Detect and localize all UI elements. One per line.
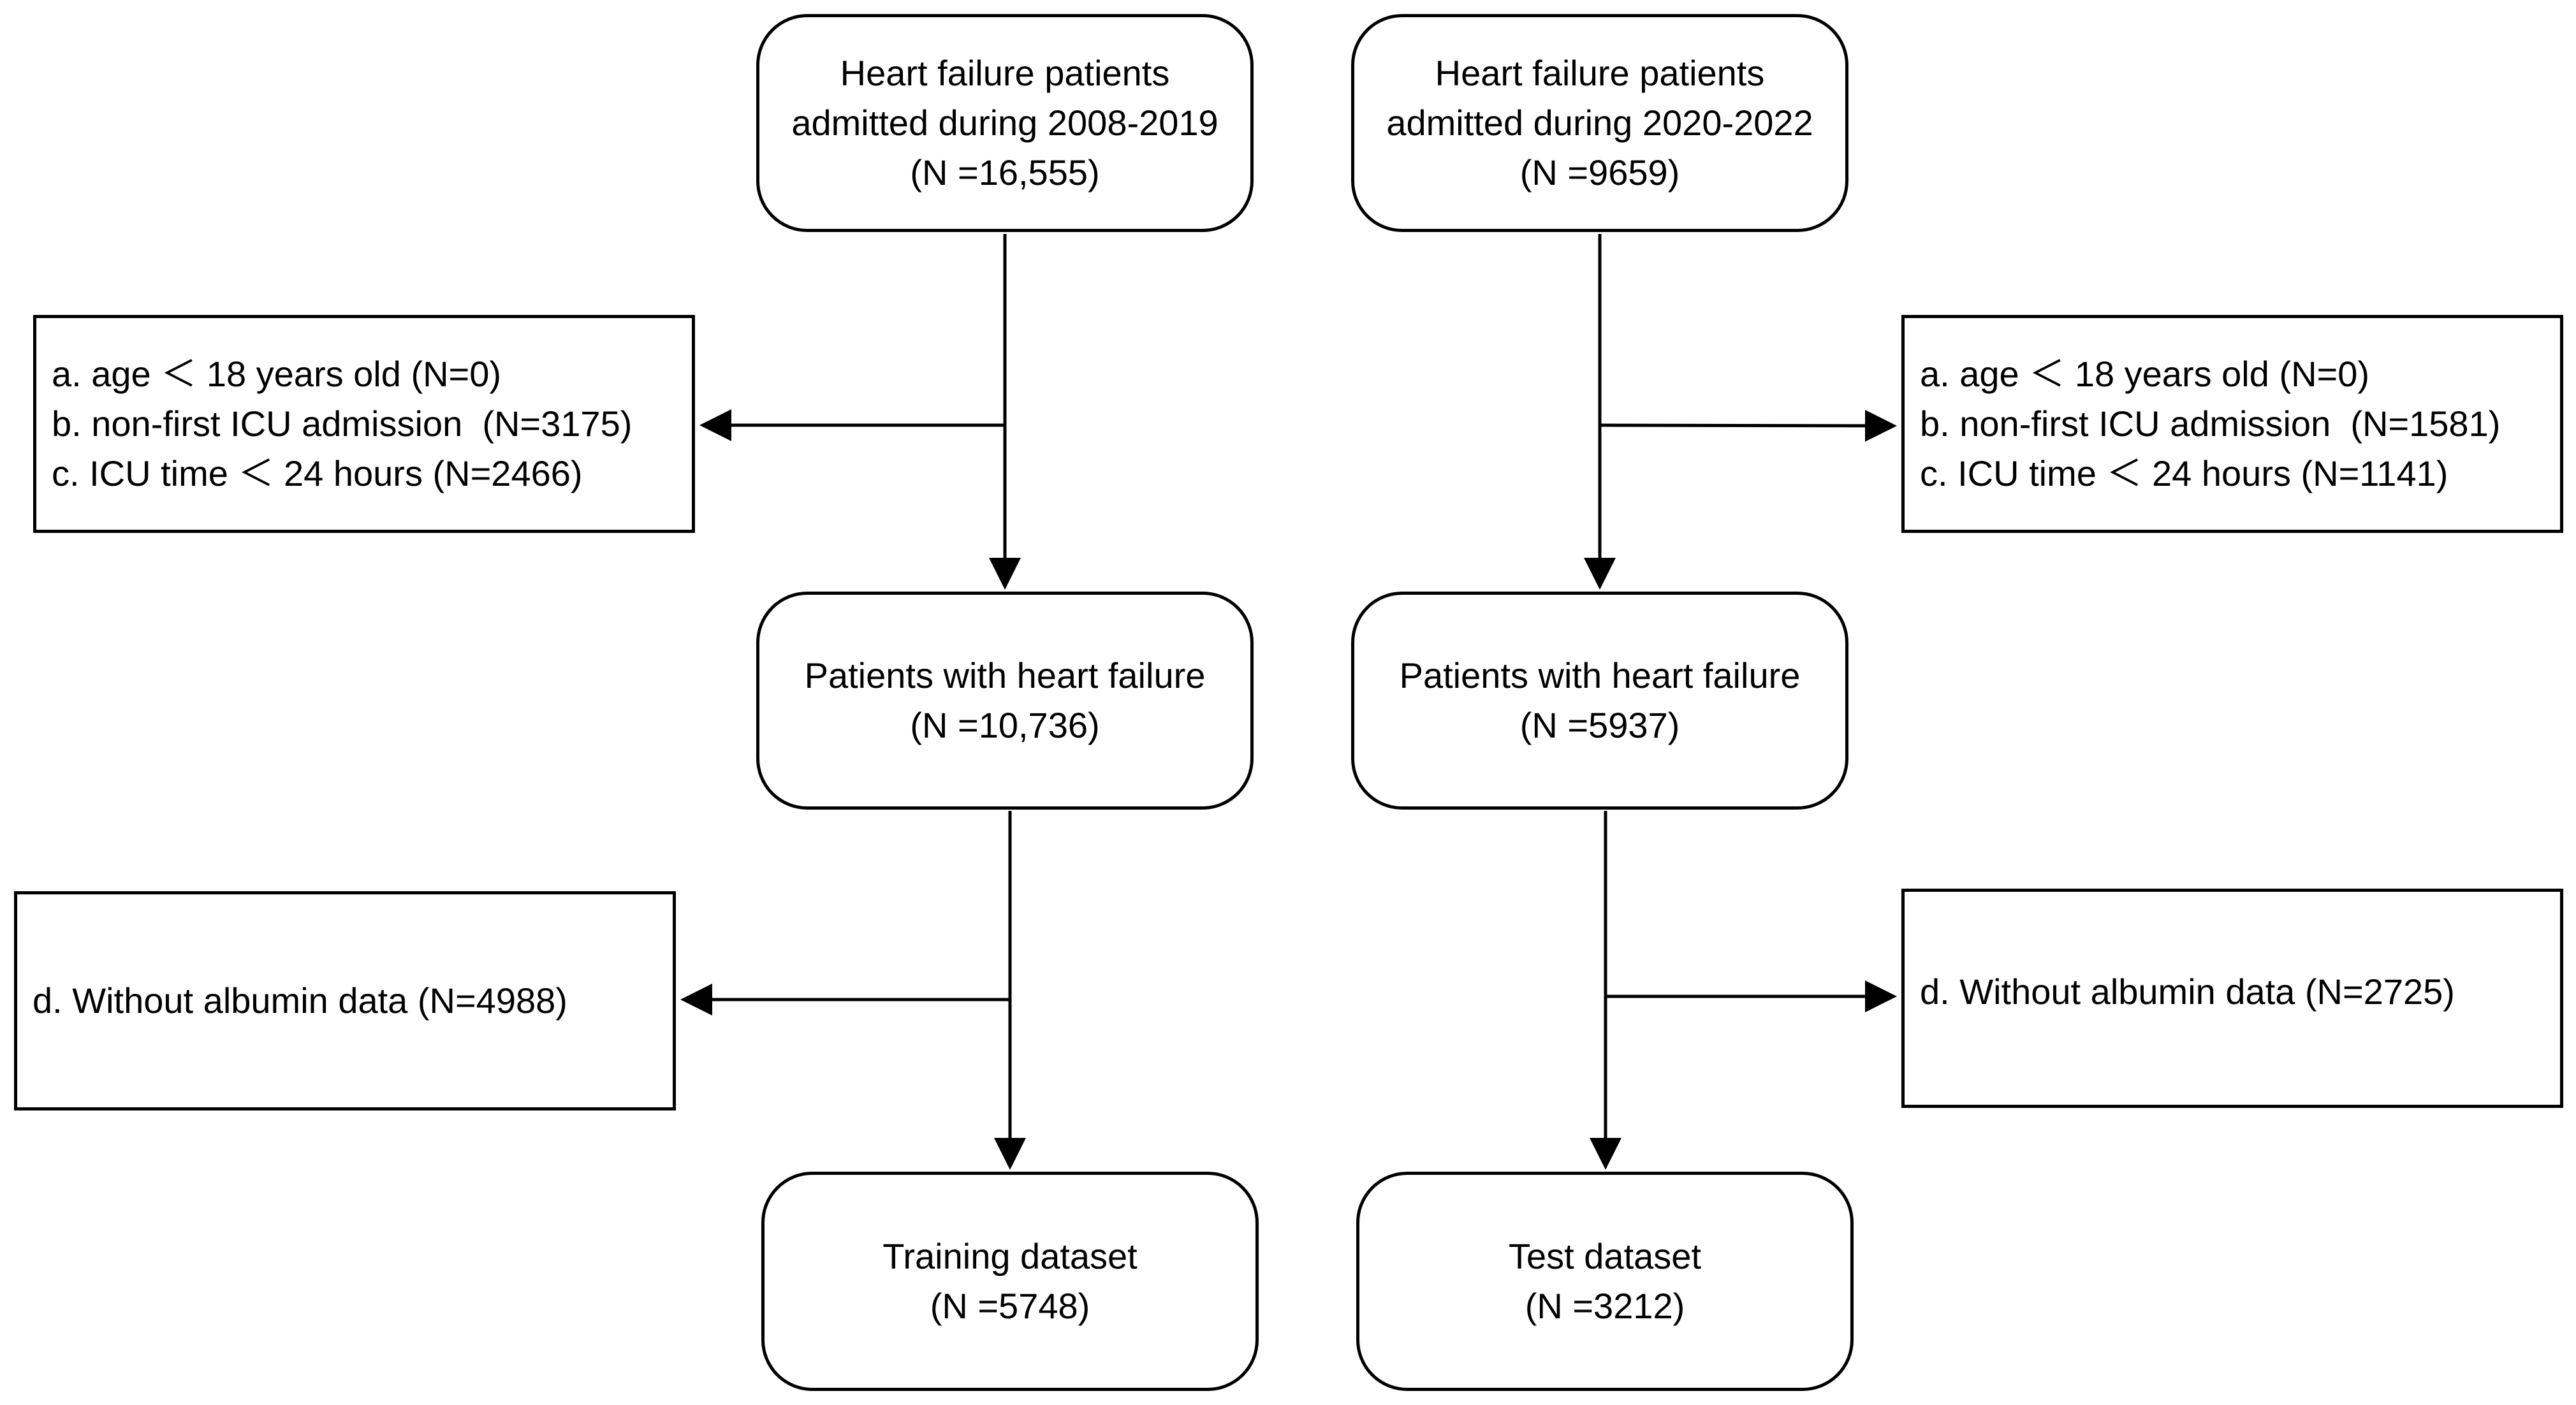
- right-arrow-to-exclusion1: [1599, 409, 1897, 442]
- right-start-line2: admitted during 2020-2022: [1386, 103, 1813, 143]
- right-exclusion1-b: b. non-first ICU admission (N=1581): [1920, 404, 2501, 444]
- right-exclusion1-box: a. age ＜ 18 years old (N=0) b. non-first…: [1901, 315, 2563, 533]
- right-middle-line1: Patients with heart failure: [1399, 655, 1801, 695]
- left-exclusion2-d: d. Without albumin data (N=4988): [33, 980, 567, 1021]
- left-start-line1: Heart failure patients: [840, 53, 1170, 93]
- right-final-line2: (N =3212): [1525, 1286, 1685, 1326]
- left-final-line1: Training dataset: [882, 1236, 1138, 1276]
- left-start-line3: (N =16,555): [910, 152, 1100, 193]
- right-final-box: Test dataset (N =3212): [1356, 1172, 1854, 1391]
- right-start-line3: (N =9659): [1519, 152, 1680, 193]
- left-middle-line2: (N =10,736): [910, 705, 1100, 745]
- left-exclusion1-c: c. ICU time ＜ 24 hours (N=2466): [52, 453, 583, 493]
- right-exclusion1-c: c. ICU time ＜ 24 hours (N=1141): [1920, 453, 2448, 493]
- left-final-line2: (N =5748): [930, 1286, 1090, 1326]
- right-exclusion2-box: d. Without albumin data (N=2725): [1901, 889, 2563, 1108]
- left-middle-box: Patients with heart failure (N =10,736): [756, 592, 1254, 810]
- right-final-line1: Test dataset: [1509, 1236, 1701, 1276]
- right-start-line1: Heart failure patients: [1435, 53, 1765, 93]
- right-middle-line2: (N =5937): [1519, 705, 1680, 745]
- left-exclusion1-b: b. non-first ICU admission (N=3175): [52, 404, 633, 444]
- left-exclusion1-a: a. age ＜ 18 years old (N=0): [52, 354, 502, 394]
- left-middle-line1: Patients with heart failure: [804, 655, 1206, 695]
- left-final-box: Training dataset (N =5748): [761, 1172, 1259, 1391]
- right-middle-box: Patients with heart failure (N =5937): [1351, 592, 1848, 810]
- left-start-line2: admitted during 2008-2019: [791, 103, 1218, 143]
- left-exclusion1-box: a. age ＜ 18 years old (N=0) b. non-first…: [33, 315, 695, 533]
- left-start-box: Heart failure patients admitted during 2…: [756, 14, 1254, 232]
- right-start-box: Heart failure patients admitted during 2…: [1351, 14, 1848, 232]
- right-exclusion1-a: a. age ＜ 18 years old (N=0): [1920, 354, 2370, 394]
- left-exclusion2-box: d. Without albumin data (N=4988): [14, 891, 676, 1110]
- right-exclusion2-d: d. Without albumin data (N=2725): [1920, 972, 2455, 1012]
